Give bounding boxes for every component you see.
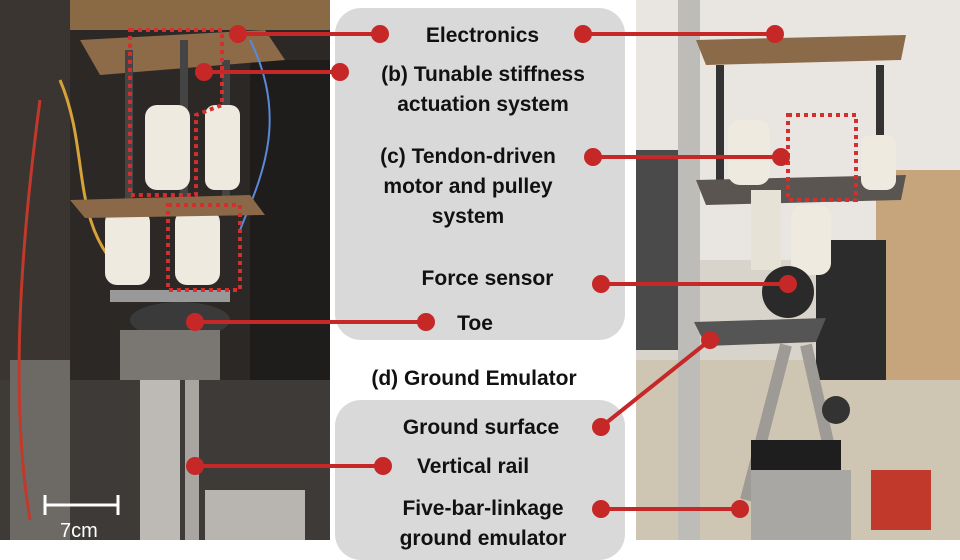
- robot-front-illustration: [0, 0, 330, 540]
- robot-front-photo: 7cm: [0, 0, 330, 540]
- scale-bar-label: 7cm: [60, 520, 98, 540]
- label-electronics: Electronics: [425, 24, 540, 47]
- label-tendon-line2: motor and pulley: [383, 175, 553, 198]
- label-vertical-rail: Vertical rail: [416, 455, 530, 478]
- robot-side-photo: [636, 0, 960, 540]
- label-tendon-line1: (c) Tendon-driven: [380, 145, 556, 168]
- label-panel-bottom: [335, 400, 625, 560]
- label-tunable-line2: actuation system: [397, 93, 569, 116]
- label-fivebar-line1: Five-bar-linkage: [402, 497, 564, 520]
- robot-side-illustration: [636, 0, 960, 540]
- label-force-sensor: Force sensor: [421, 267, 554, 290]
- label-ground-emulator: (d) Ground Emulator: [371, 367, 577, 390]
- label-ground-surface: Ground surface: [402, 416, 560, 439]
- label-fivebar-line2: ground emulator: [399, 527, 567, 550]
- label-tunable-line1: (b) Tunable stiffness: [381, 63, 585, 86]
- label-toe: Toe: [457, 312, 493, 335]
- label-panel-top: [335, 8, 625, 340]
- label-tendon-line3: system: [431, 205, 505, 228]
